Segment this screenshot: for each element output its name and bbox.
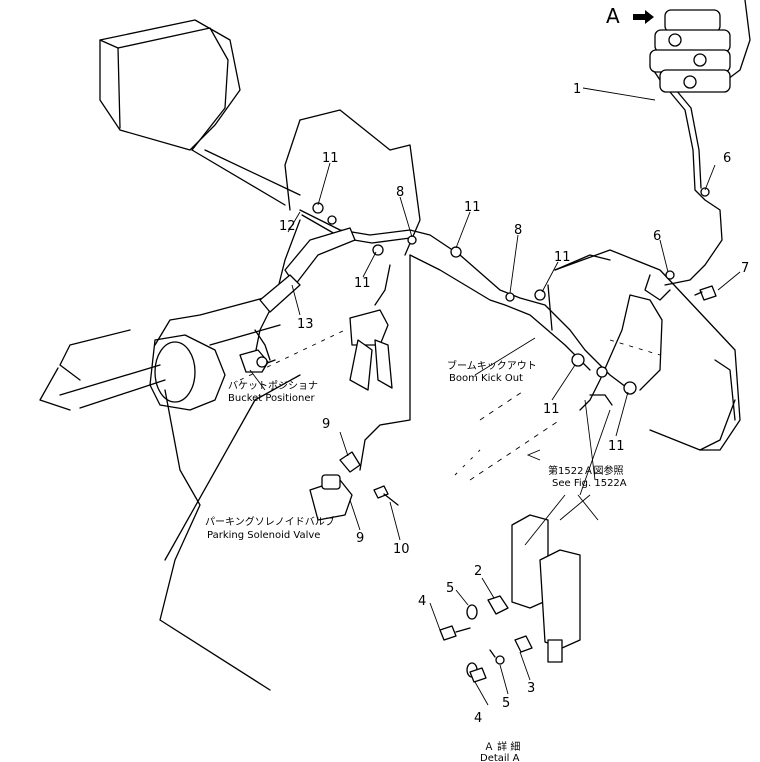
callout-3: 3 (527, 681, 535, 696)
detail-marker: A (606, 4, 620, 28)
clamps-11 (312, 187, 710, 395)
callout-2: 2 (474, 564, 482, 579)
callout-11-a: 11 (322, 151, 339, 166)
see-fig-label-jp: 第1522Ａ図参照 (548, 464, 623, 477)
bolt-7 (694, 285, 717, 301)
callout-5-b: 5 (502, 696, 510, 711)
callout-7: 7 (741, 261, 749, 276)
bucket-positioner-part (239, 349, 269, 373)
bolt-10 (373, 485, 399, 506)
callout-11-f: 11 (608, 439, 625, 454)
callout-11-c: 11 (554, 250, 571, 265)
callout-9-b: 9 (356, 531, 364, 546)
valve-block-detail-a (649, 9, 731, 93)
callout-8-b: 8 (514, 223, 522, 238)
bucket-positioner-label-jp: バケットポジショナ (228, 380, 318, 392)
frame-outline (39, 19, 741, 691)
bucket-positioner-label-en: Bucket Positioner (228, 393, 315, 404)
callout-9-a: 9 (322, 417, 330, 432)
callout-11-e: 11 (543, 402, 560, 417)
boom-kickout-label-jp: ブームキックアウト (447, 359, 537, 372)
callout-11-b: 11 (464, 200, 481, 215)
horn-assembly (349, 309, 393, 391)
parking-solenoid-valve-part (309, 451, 361, 521)
parking-solenoid-label-jp: パーキングソレノイドバルブ (205, 515, 335, 528)
detail-a-brackets (439, 514, 581, 683)
callout-6-top: 6 (723, 151, 731, 166)
callout-8-a: 8 (396, 185, 404, 200)
parking-solenoid-label-en: Parking Solenoid Valve (207, 530, 320, 541)
callout-12: 12 (279, 219, 296, 234)
see-fig-pointer (526, 449, 541, 461)
callout-numbers: 1 6 6 7 11 8 11 8 11 12 11 13 11 11 9 9 … (279, 82, 749, 726)
hose-12-13 (259, 227, 356, 313)
boom-kickout-label-en: Boom Kick Out (449, 373, 523, 384)
callout-5-a: 5 (446, 581, 454, 596)
detail-a-label-jp: Ａ 詳 細 (484, 740, 520, 753)
callout-10: 10 (393, 542, 410, 557)
part-labels: バケットポジショナ Bucket Positioner ブームキックアウト Bo… (205, 359, 627, 762)
callout-4-b: 4 (474, 711, 482, 726)
detail-a-arrow-icon (633, 10, 654, 24)
see-fig-label-en: See Fig. 1522A (552, 478, 627, 489)
callout-11-d: 11 (354, 276, 371, 291)
callout-4-a: 4 (418, 594, 426, 609)
detail-a-label-en: Detail A (480, 753, 520, 762)
callout-6-mid: 6 (653, 229, 661, 244)
callout-1: 1 (573, 82, 581, 97)
callout-13: 13 (297, 317, 314, 332)
leader-lines (249, 87, 741, 706)
